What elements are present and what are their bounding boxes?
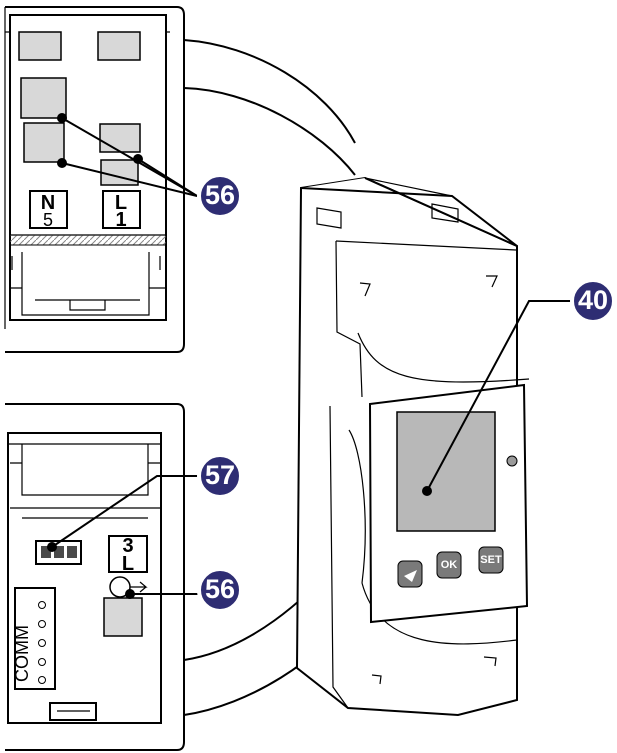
device-ok-button[interactable] bbox=[436, 551, 462, 579]
bottom-comm-inset: 3 L COMM bbox=[5, 403, 185, 751]
device-arrow-icon bbox=[404, 570, 417, 582]
callout-badge-56-bottom: 56 bbox=[197, 567, 243, 613]
callout-badge-57: 57 bbox=[197, 453, 243, 499]
svg-text:57: 57 bbox=[205, 460, 235, 490]
top-inset-guide-line bbox=[183, 39, 356, 144]
terminal-l1-letter: L bbox=[115, 192, 127, 214]
terminal-l1-number: 1 bbox=[115, 209, 126, 231]
device-set-label: SET bbox=[480, 554, 502, 566]
energy-meter-device: OK SET bbox=[295, 176, 530, 717]
comm-connector-label: COMM bbox=[12, 625, 32, 682]
callout-badge-56-top: 56 bbox=[197, 173, 243, 219]
device-set-button[interactable] bbox=[478, 546, 504, 574]
svg-text:56: 56 bbox=[205, 574, 235, 604]
top-inset-guide-line-2 bbox=[183, 87, 356, 176]
device-display bbox=[396, 411, 496, 532]
terminal-l3-number: 3 bbox=[122, 535, 133, 557]
callout-leaders bbox=[47, 113, 576, 599]
svg-text:40: 40 bbox=[578, 285, 608, 315]
callout-badge-40: 40 bbox=[570, 278, 616, 324]
terminal-l3-letter: L bbox=[122, 553, 134, 575]
device-ok-label: OK bbox=[441, 559, 458, 571]
top-terminal-inset: N 5 L 1 bbox=[4, 6, 185, 353]
svg-text:56: 56 bbox=[205, 180, 235, 210]
comm-connector-pins bbox=[38, 601, 46, 684]
terminal-n-letter: N bbox=[41, 192, 55, 214]
terminal-n-number: 5 bbox=[43, 210, 53, 230]
